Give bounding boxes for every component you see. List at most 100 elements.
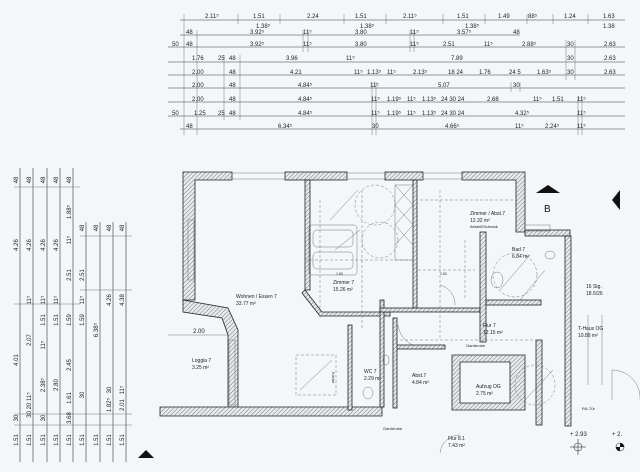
- room-name: Zimmer / Abst.7: [470, 211, 505, 217]
- dim-label: 11⁵: [303, 29, 312, 36]
- dim-label: 1.49: [498, 14, 510, 20]
- dim-label: 18 24: [448, 70, 464, 76]
- dim-label: 2.38⁵: [40, 377, 47, 392]
- section-arrow-icon: [536, 185, 560, 193]
- ra-tuer-label: RA-Tür: [582, 406, 596, 411]
- dim-label: 48: [229, 97, 236, 103]
- dim-label: 2.11⁵: [205, 13, 219, 20]
- dim-label: 4.84⁵: [298, 82, 313, 89]
- dim-label: 2.13⁵: [413, 69, 428, 76]
- dim-label: 48: [229, 70, 236, 76]
- dim-label: 30: [567, 42, 574, 48]
- dim-label: 1.13⁵: [422, 96, 437, 103]
- dim-label: 1.38⁵: [256, 23, 271, 30]
- dim-label: 2.63: [604, 70, 616, 76]
- dim-label: 48: [14, 176, 20, 183]
- dim-label: 1.51: [94, 434, 100, 446]
- room-area: 2.29 m²: [364, 376, 381, 382]
- dim-label: 11⁵: [515, 123, 524, 130]
- dim-label: 2.51: [443, 42, 455, 48]
- room-flur-7: Flur 712.15 m²: [483, 323, 503, 336]
- dim-label: 4.26: [27, 239, 33, 251]
- room-loggia: Loggia 73.25 m²: [192, 358, 211, 371]
- dim-row-7: 2.00 48 4.84⁵ 11⁵ 1.19⁵ 11⁵ 1.13⁵ 24 30 …: [192, 96, 586, 103]
- dim-label: 25: [218, 56, 225, 62]
- dim-label: 1.59: [67, 314, 73, 326]
- dim-label: 48: [229, 83, 236, 89]
- dim-label: 1.51: [41, 314, 47, 326]
- dim-label: 1.82⁵: [106, 397, 113, 412]
- dim-label: 1.51: [552, 97, 564, 103]
- dim-label: 1.61: [67, 392, 73, 404]
- dim-label: 11⁵: [387, 69, 396, 76]
- dim-label: 1.76: [479, 70, 491, 76]
- dim-label: 1.51: [67, 434, 73, 446]
- dim-label: 11⁵: [40, 340, 47, 349]
- walls: [159, 171, 572, 427]
- level-marker-filled-icon: [615, 442, 625, 452]
- dim-row-2: 48 3.92⁵ 11⁵ 3.80 11⁵ 3.57⁵ 48: [186, 29, 520, 36]
- furniture-and-guides: [295, 184, 640, 454]
- dim-label: 11⁵: [79, 295, 86, 304]
- dim-label: 1.63: [603, 14, 615, 20]
- dim-label: 30: [107, 386, 113, 393]
- dim-label: 11⁵: [346, 55, 355, 62]
- dim-label: 30: [513, 83, 520, 89]
- room-area: 12.32 m²: [470, 218, 490, 224]
- dim-label: 3.80: [355, 30, 367, 36]
- dim-label: 2.63: [604, 56, 616, 62]
- room-name: Bad 7: [512, 247, 525, 253]
- dim-row-4: 1.76 25 48 3.96 11⁵ 7.89 30 2.63: [192, 55, 616, 62]
- dim-label: 1.19⁵: [387, 96, 402, 103]
- kueche-label: Küche: [331, 372, 336, 384]
- dim-label: 2.63: [604, 42, 616, 48]
- dim-label: 11⁵: [533, 96, 542, 103]
- dim-label: 2.00: [192, 70, 204, 76]
- dim-label: 1.51: [80, 434, 86, 446]
- room-flur-8-1: Flur 8.17.43 m²: [448, 436, 465, 449]
- section-marker-b: B: [536, 185, 620, 215]
- dim-label: 3.68: [67, 412, 73, 424]
- room-area: 15.26 m²: [333, 287, 353, 293]
- dim-label: 48: [27, 176, 33, 183]
- dim-label: 3.92⁵: [250, 29, 265, 36]
- level-label: + 2.: [612, 432, 623, 438]
- dim-label: 3.57⁵: [457, 29, 472, 36]
- dim-label: 1.38: [603, 24, 615, 30]
- room-name: Wohnen / Essen 7: [236, 294, 277, 300]
- dim-label: 11⁵: [303, 41, 312, 48]
- dim-label: 2.00: [192, 83, 204, 89]
- dim-label: 11⁵: [577, 123, 586, 130]
- level-markers: + 2.93 + 2.: [570, 432, 625, 455]
- dim-label: 1.51: [120, 434, 126, 446]
- dim-label: 2.01: [120, 399, 126, 411]
- dim-label: 30 20 11⁵: [26, 392, 33, 418]
- dim-label: 48: [229, 111, 236, 117]
- dim-label: 2.45: [67, 359, 73, 371]
- room-area: 7.43 m²: [448, 443, 465, 449]
- dim-label: 1.51: [457, 14, 469, 20]
- dim-label: 6.34⁵: [278, 123, 293, 130]
- dim-label: 5.07: [438, 83, 450, 89]
- dim-label: 30: [567, 56, 574, 62]
- dim-label: 4.84⁵: [298, 110, 313, 117]
- dim-label: 48: [94, 224, 100, 231]
- garderobe-label: Garderobe: [383, 426, 403, 431]
- dim-label: 24 5: [509, 70, 521, 76]
- dim-label: 30: [372, 124, 379, 130]
- dim-label: 2.51: [67, 269, 73, 281]
- dim-label: 2.24: [307, 14, 319, 20]
- clearance-dim: 1.50: [336, 272, 343, 276]
- windows: [187, 172, 551, 406]
- room-name: Flur 8.1: [448, 436, 465, 442]
- dim-label: 4.01: [14, 354, 20, 366]
- dim-label: 1.25: [194, 111, 206, 117]
- dim-label: 30: [567, 70, 574, 76]
- dim-label: 1.38⁵: [465, 23, 480, 30]
- room-name: 16 Stg.: [586, 284, 602, 290]
- clearance-dim: 1.50: [440, 272, 447, 276]
- dim-label: 4.26: [54, 239, 60, 251]
- dim-label: 11⁵: [370, 82, 379, 89]
- dim-label: 50: [172, 42, 179, 48]
